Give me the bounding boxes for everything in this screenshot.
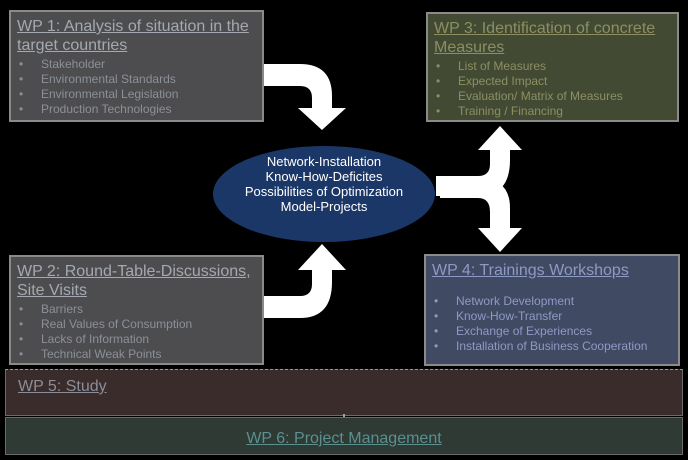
list-item: •Training / Financing bbox=[436, 104, 563, 118]
wp1-list: •Stakeholder •Environmental Standards •E… bbox=[19, 57, 262, 117]
wp3-list: •List of Measures •Expected Impact •Eval… bbox=[436, 59, 677, 119]
wp1-title[interactable]: WP 1: Analysis of situation in the targe… bbox=[17, 18, 249, 54]
center-ellipse: Network-Installation Know-How-Deficites … bbox=[213, 146, 435, 242]
wp3-box: WP 3: Identification of concrete Measure… bbox=[426, 12, 679, 122]
wp1-box: WP 1: Analysis of situation in the targe… bbox=[9, 10, 264, 122]
list-item: •Installation of Business Cooperation bbox=[434, 339, 648, 353]
wp2-title[interactable]: WP 2: Round-Table-Discussions, Site Visi… bbox=[17, 263, 251, 299]
wp2-box: WP 2: Round-Table-Discussions, Site Visi… bbox=[9, 255, 264, 365]
arrow-wp1-to-center bbox=[264, 64, 346, 130]
center-line: Know-How-Deficites bbox=[265, 169, 383, 184]
arrow-center-to-wp4 bbox=[440, 178, 522, 252]
arrow-wp2-to-center bbox=[264, 244, 346, 318]
list-item: •Production Technologies bbox=[19, 102, 172, 116]
wp4-box: WP 4: Trainings Workshops •Network Devel… bbox=[424, 254, 680, 366]
list-item: •Stakeholder bbox=[19, 57, 106, 71]
list-item: •Technical Weak Points bbox=[19, 347, 162, 361]
wp5-title[interactable]: WP 5: Study bbox=[18, 378, 107, 395]
list-item: •Evaluation/ Matrix of Measures bbox=[436, 89, 623, 103]
list-item: •Environmental Legislation bbox=[19, 87, 179, 101]
wp2-list: •Barriers •Real Values of Consumption •L… bbox=[19, 302, 262, 362]
wp5-box: WP 5: Study bbox=[5, 369, 683, 416]
list-item: •List of Measures bbox=[436, 59, 547, 73]
list-item: •Environmental Standards bbox=[19, 72, 176, 86]
list-item: •Expected Impact bbox=[436, 74, 548, 88]
center-line: Model-Projects bbox=[280, 199, 368, 214]
center-line: Network-Installation bbox=[266, 154, 382, 169]
wp6-title[interactable]: WP 6: Project Management bbox=[246, 430, 442, 447]
list-item: •Lacks of Information bbox=[19, 332, 150, 346]
wp4-list: •Network Development •Know-How-Transfer … bbox=[434, 294, 678, 354]
wp4-title[interactable]: WP 4: Trainings Workshops bbox=[432, 262, 629, 279]
wp3-title[interactable]: WP 3: Identification of concrete Measure… bbox=[434, 20, 656, 56]
list-item: •Barriers bbox=[19, 302, 84, 316]
list-item: •Know-How-Transfer bbox=[434, 309, 563, 323]
list-item: •Real Values of Consumption bbox=[19, 317, 193, 331]
wp6-box: WP 6: Project Management bbox=[5, 417, 683, 455]
list-item: •Network Development bbox=[434, 294, 575, 308]
center-line: Possibilities of Optimization bbox=[244, 184, 404, 199]
list-item: •Exchange of Experiences bbox=[434, 324, 593, 338]
